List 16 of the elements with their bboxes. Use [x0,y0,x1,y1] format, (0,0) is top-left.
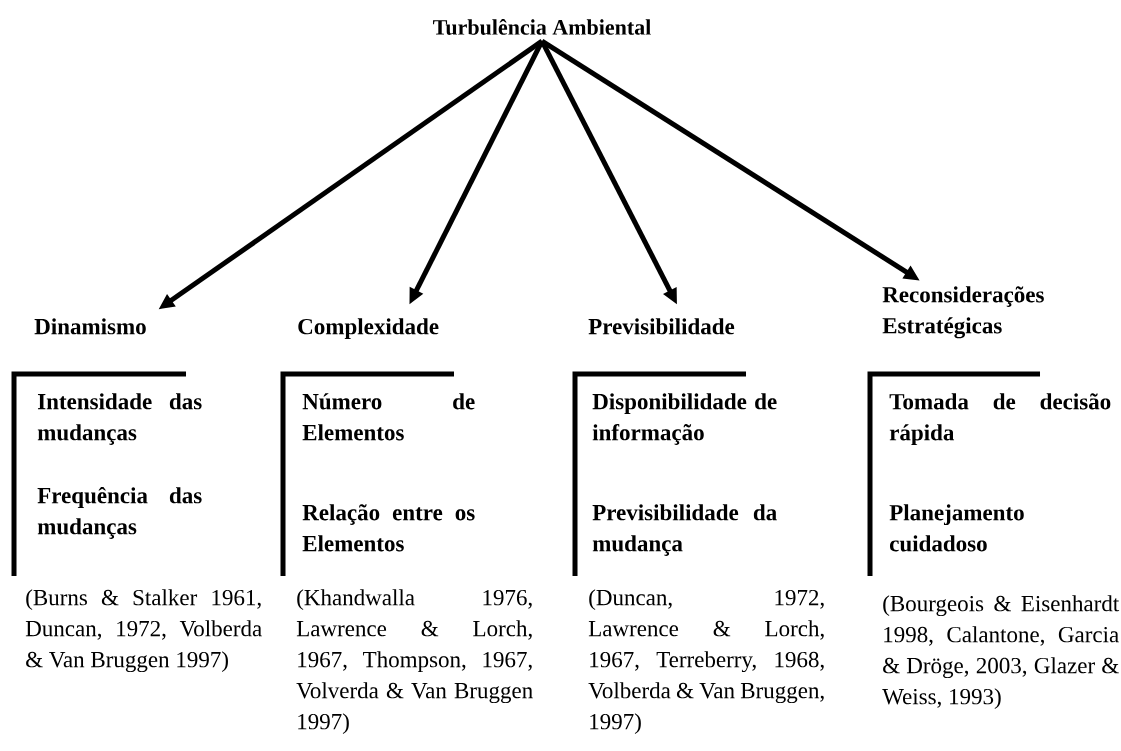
category-heading: Dinamismo [34,318,146,335]
factor-list: Intensidade das mudanças Frequência das mudanças [37,393,202,539]
reference-text: (Khandwalla 1976, Lawrence & Lorch, 1967, Thompson, 1967, Volverda & Van Bruggen 1997) [296,589,533,735]
bracket-line [867,371,1040,576]
factor-list: Tomada de decisão rápida Planejamento cuidadoso [889,393,1111,552]
category-heading: Reconsiderações Estratégicas [882,286,1044,339]
bracket-line [280,371,454,576]
factor-list: Disponibilidade de informação Previsibilidade da mudança [592,393,777,556]
title: Turbulência Ambiental [433,19,651,35]
factor-list: Número de Elementos Relação entre os Elementos [302,393,475,552]
reference-text: (Burns & Stalker 1961, Duncan, 1972, Volberda & Van Bruggen 1997) [25,589,262,673]
category-heading: Previsibilidade [588,318,735,335]
reference-text: (Bourgeois & Eisenhardt 1998, Calantone, Garcia & Dröge, 2003, Glazer & Weiss, 1993) [882,595,1120,710]
category-heading: Complexidade [298,318,439,340]
reference-text: (Duncan, 1972, Lawrence & Lorch, 1967, Terreberry, 1968, Volberda & Van Bruggen, 1997) [588,589,824,735]
bracket-line [572,371,746,576]
